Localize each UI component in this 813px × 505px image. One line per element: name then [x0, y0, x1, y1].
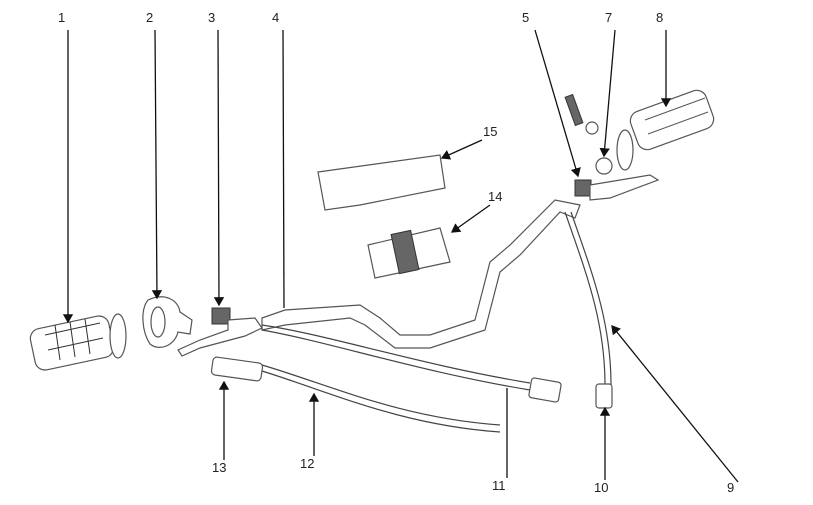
label-4: 4 [272, 10, 279, 25]
label-9: 9 [727, 480, 734, 495]
label-13: 13 [212, 460, 226, 475]
left-lever [177, 307, 263, 357]
label-8: 8 [656, 10, 663, 25]
label-11: 11 [492, 478, 506, 493]
label-14: 14 [488, 189, 502, 204]
right-grip [616, 89, 715, 171]
handlebar [261, 199, 581, 349]
label-12: 12 [300, 456, 314, 471]
switch-block [367, 227, 451, 279]
cable-end-11 [528, 377, 562, 403]
switch-cover [317, 154, 446, 211]
label-15: 15 [483, 124, 497, 139]
label-10: 10 [594, 480, 608, 495]
label-3: 3 [208, 10, 215, 25]
throttle-housing [142, 296, 193, 348]
callout-arrows [62, 29, 739, 483]
right-lever-assembly [564, 93, 660, 201]
cable-adjuster [210, 356, 264, 382]
label-1: 1 [58, 10, 65, 25]
label-5: 5 [522, 10, 529, 25]
hose-end-10 [595, 383, 613, 409]
label-2: 2 [146, 10, 153, 25]
left-grip [29, 313, 127, 371]
label-7: 7 [605, 10, 612, 25]
